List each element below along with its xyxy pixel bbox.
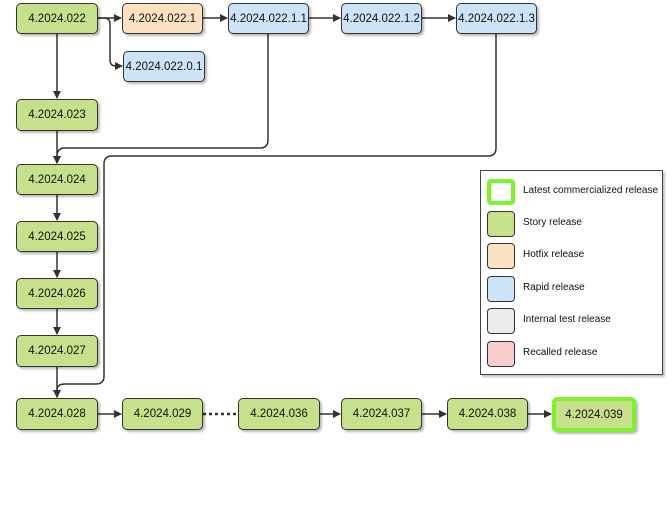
- legend-label-latest: Latest commercialized release: [523, 185, 659, 196]
- legend-swatch-recalled: [487, 341, 515, 367]
- legend-label-rapid: Rapid release: [523, 282, 585, 293]
- edge-02211-024: [53, 34, 269, 164]
- legend: Latest commercialized release Story rele…: [480, 170, 663, 375]
- legend-swatch-rapid: [487, 276, 515, 302]
- node-4-2024-022-1-2: 4.2024.022.1.2: [341, 3, 422, 34]
- node-4-2024-037: 4.2024.037: [341, 398, 422, 430]
- node-4-2024-022: 4.2024.022: [16, 3, 98, 34]
- node-4-2024-026: 4.2024.026: [16, 278, 98, 309]
- node-4-2024-025: 4.2024.025: [16, 221, 98, 252]
- node-4-2024-027: 4.2024.027: [16, 335, 98, 367]
- node-4-2024-029: 4.2024.029: [122, 398, 203, 430]
- node-4-2024-022-0-1: 4.2024.022.0.1: [123, 51, 205, 82]
- legend-item-story: Story release: [487, 211, 659, 239]
- legend-item-rapid: Rapid release: [487, 276, 659, 304]
- legend-item-latest: Latest commercialized release: [487, 179, 659, 207]
- node-4-2024-036: 4.2024.036: [238, 398, 320, 430]
- node-4-2024-024: 4.2024.024: [16, 164, 98, 195]
- legend-item-recalled: Recalled release: [487, 341, 659, 369]
- node-4-2024-022-1: 4.2024.022.1: [122, 3, 203, 34]
- edge-02213-028: [53, 34, 497, 398]
- legend-swatch-hotfix: [487, 243, 515, 269]
- edge-022-02201: [98, 17, 123, 70]
- node-4-2024-039-latest: 4.2024.039: [552, 397, 636, 432]
- legend-item-hotfix: Hotfix release: [487, 243, 659, 271]
- legend-label-recalled: Recalled release: [523, 347, 598, 358]
- legend-swatch-internal: [487, 308, 515, 334]
- node-4-2024-023: 4.2024.023: [16, 99, 98, 131]
- legend-label-internal: Internal test release: [523, 314, 611, 325]
- legend-label-hotfix: Hotfix release: [523, 249, 585, 260]
- node-4-2024-022-1-1: 4.2024.022.1.1: [228, 3, 309, 34]
- legend-item-internal: Internal test release: [487, 308, 659, 336]
- node-4-2024-022-1-3: 4.2024.022.1.3: [456, 3, 537, 34]
- node-4-2024-038: 4.2024.038: [447, 398, 528, 430]
- legend-label-story: Story release: [523, 217, 582, 228]
- node-4-2024-028: 4.2024.028: [16, 398, 98, 430]
- legend-swatch-story: [487, 211, 515, 237]
- legend-swatch-latest: [487, 179, 515, 205]
